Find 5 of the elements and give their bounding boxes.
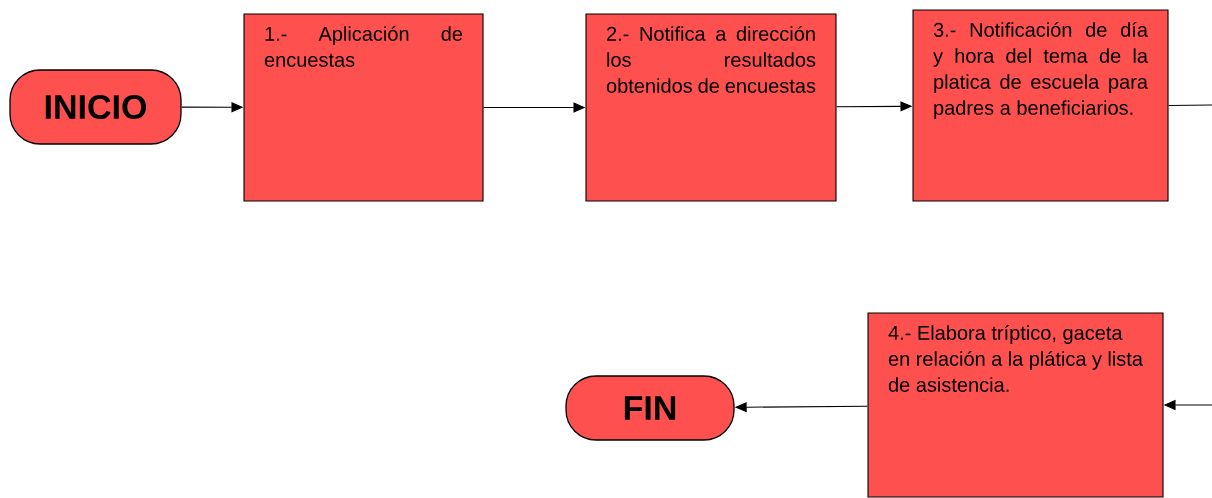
process-box: 3.- Notificación de día y hora del tema de la platica de escuela para padres a beneficiarios. (912, 9, 1169, 202)
process-box: 1.- Aplicación de encuestas (243, 13, 484, 202)
process-box: 4.- Elabora tríptico, gaceta en relación a la plática y lista de asistencia. (867, 312, 1164, 498)
connector-line (1168, 104, 1212, 107)
process-box: 2.- Notifica a dirección los resultados obtenidos de encuestas (585, 13, 837, 202)
